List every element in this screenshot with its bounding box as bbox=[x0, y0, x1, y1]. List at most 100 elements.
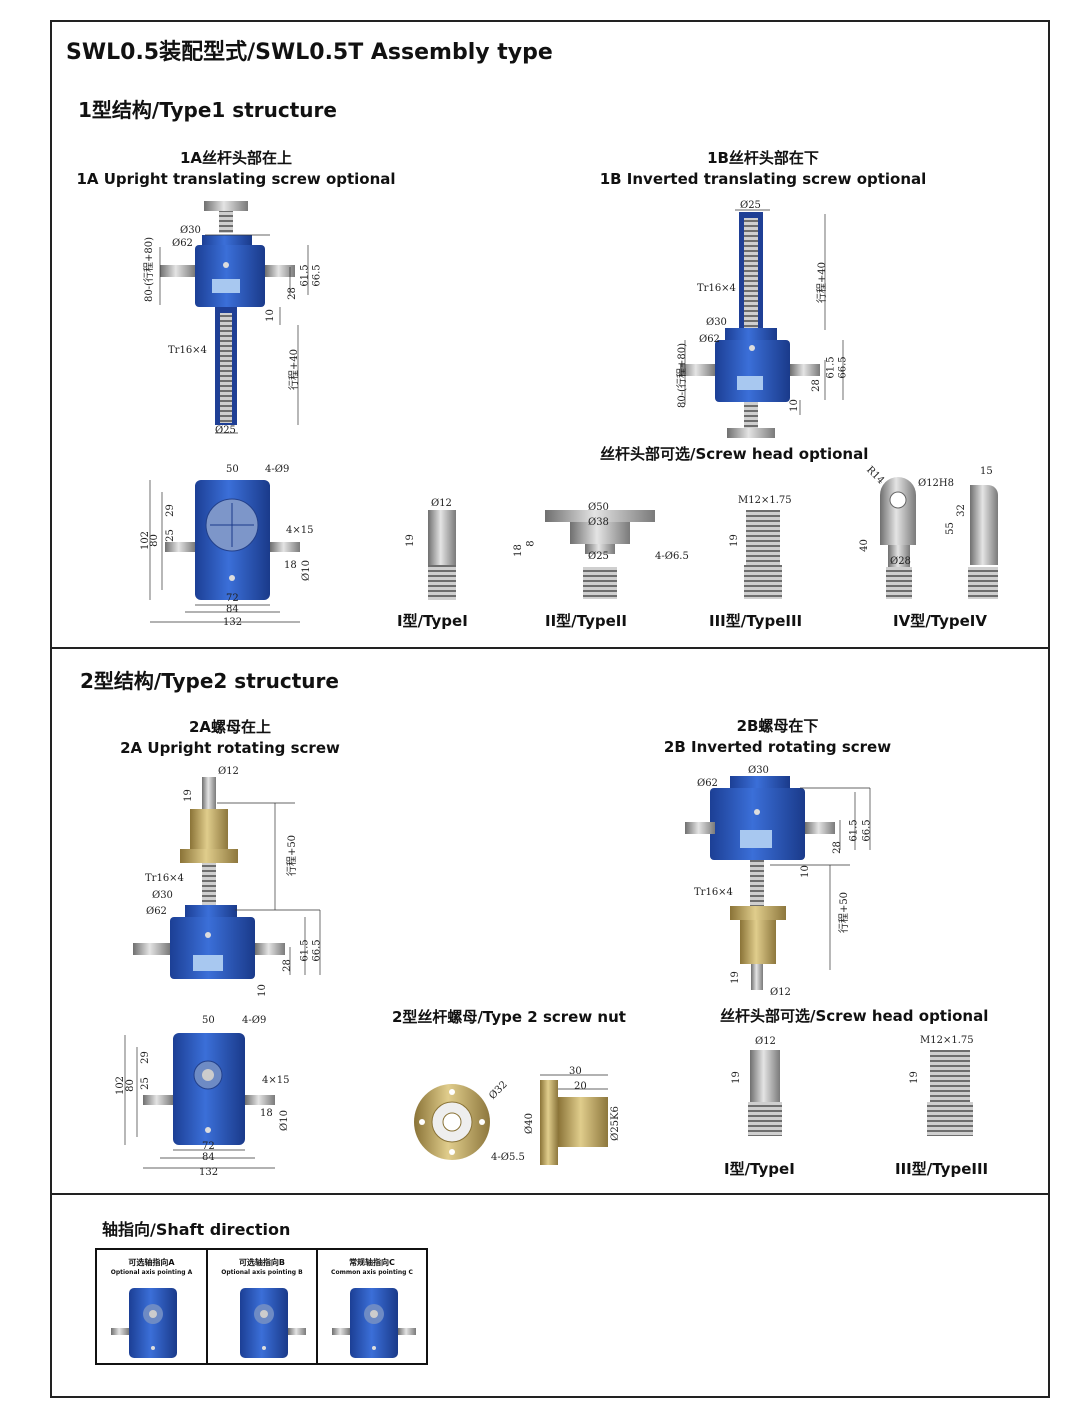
shaft-panel-a-en: Optional axis pointing A bbox=[110, 1269, 193, 1276]
shaft-panel-c: 常规轴指向C Common axis pointing C bbox=[316, 1248, 428, 1365]
type1b-caption-en: 1B Inverted translating screw optional bbox=[599, 170, 927, 188]
dim-2a-665: 66.5 bbox=[311, 939, 323, 962]
dim-1b-d25: Ø25 bbox=[740, 200, 761, 211]
dim-1a-stroke: 行程+40 bbox=[289, 348, 301, 391]
type1a-caption-en: 1A Upright translating screw optional bbox=[76, 170, 396, 188]
page-title: SWL0.5装配型式/SWL0.5T Assembly type bbox=[66, 40, 553, 65]
dim-headIII-thread: M12×1.75 bbox=[738, 495, 792, 506]
nut-title: 2型丝杆螺母/Type 2 screw nut bbox=[392, 1008, 626, 1026]
dim-1top-132: 132 bbox=[223, 617, 243, 628]
dim-1top-80: 80 bbox=[148, 534, 160, 547]
dim-nut-30: 30 bbox=[569, 1066, 582, 1077]
dim-headII-18: 18 bbox=[512, 544, 524, 557]
head-type-IV-label: IV型/TypeIV bbox=[893, 612, 987, 630]
outer-frame bbox=[50, 20, 1050, 1398]
dim-2a-19: 19 bbox=[182, 789, 194, 802]
dim-headII-d38: Ø38 bbox=[588, 517, 609, 528]
dim-1top-84: 84 bbox=[226, 604, 239, 615]
type1b-caption-cn: 1B丝杆头部在下 bbox=[707, 149, 819, 167]
type2b-caption: 2B螺母在下 2B Inverted rotating screw bbox=[650, 716, 905, 758]
dim-headIII-19: 19 bbox=[728, 534, 740, 547]
dim-1top-29: 29 bbox=[164, 504, 176, 517]
dim-2headI-d12: Ø12 bbox=[755, 1036, 776, 1047]
dim-1b-28: 28 bbox=[810, 379, 822, 392]
dim-1a-615: 61.5 bbox=[299, 264, 311, 287]
screw-head-title-1: 丝杆头部可选/Screw head optional bbox=[600, 445, 869, 463]
section3-title: 轴指向/Shaft direction bbox=[102, 1220, 291, 1239]
dim-headII-8: 8 bbox=[525, 540, 537, 547]
shaft-panel-b-en: Optional axis pointing B bbox=[221, 1269, 303, 1276]
dim-1a-28: 28 bbox=[286, 287, 298, 300]
head-type-I-label: I型/TypeI bbox=[397, 612, 468, 630]
head-type-II-label: II型/TypeII bbox=[545, 612, 627, 630]
dim-2b-28: 28 bbox=[831, 841, 843, 854]
dim-headII-d50: Ø50 bbox=[588, 502, 609, 513]
dim-2top-d10: Ø10 bbox=[278, 1110, 290, 1131]
dim-headIV-d28: Ø28 bbox=[890, 556, 911, 567]
type1a-caption-cn: 1A丝杆头部在上 bbox=[179, 149, 293, 167]
shaft-panel-b-drawing bbox=[240, 1288, 306, 1358]
screw-nut-drawing bbox=[414, 1074, 608, 1165]
section-divider-1 bbox=[50, 647, 1050, 649]
dim-headI-d12: Ø12 bbox=[431, 498, 452, 509]
shaft-panel-a-drawing bbox=[111, 1288, 177, 1358]
dim-headII-holes: 4-Ø6.5 bbox=[655, 551, 689, 562]
head2-type-I-label: I型/TypeI bbox=[724, 1160, 795, 1178]
type1a-drawing bbox=[159, 201, 309, 434]
dim-1a-d62: Ø62 bbox=[172, 238, 193, 249]
dim-2a-10: 10 bbox=[256, 984, 268, 997]
dim-1b-thread: Tr16×4 bbox=[697, 283, 736, 294]
dim-2b-d62: Ø62 bbox=[697, 778, 718, 789]
dim-1top-key: 4×15 bbox=[286, 525, 314, 536]
type2-top-view bbox=[124, 1033, 275, 1169]
shaft-panel-b-cn: 可选轴指向B bbox=[238, 1258, 286, 1267]
type2a-drawing bbox=[133, 777, 321, 979]
section1-title: 1型结构/Type1 structure bbox=[78, 98, 337, 122]
dim-headII-d25: Ø25 bbox=[588, 551, 609, 562]
dim-2b-stroke: 行程+50 bbox=[839, 891, 851, 934]
dim-1b-stroke: 行程+40 bbox=[817, 261, 829, 304]
dim-2b-thread: Tr16×4 bbox=[694, 887, 733, 898]
type2b-drawing bbox=[685, 776, 871, 990]
dim-headIV-32: 32 bbox=[955, 504, 967, 517]
dim-2a-stroke: 行程+50 bbox=[287, 834, 299, 877]
shaft-panel-c-drawing bbox=[332, 1288, 416, 1358]
dim-2headIII-19: 19 bbox=[908, 1071, 920, 1084]
type2b-caption-cn: 2B螺母在下 bbox=[736, 717, 819, 735]
screw-head-title-2: 丝杆头部可选/Screw head optional bbox=[720, 1007, 989, 1025]
shaft-panel-c-cn: 常规轴指向C bbox=[349, 1258, 395, 1267]
dim-2headI-19: 19 bbox=[730, 1071, 742, 1084]
dim-2a-615: 61.5 bbox=[299, 939, 311, 962]
dim-headIV-15: 15 bbox=[980, 466, 993, 477]
dim-1b-665: 66.5 bbox=[837, 356, 849, 379]
dim-2top-holes: 4-Ø9 bbox=[242, 1015, 267, 1026]
dim-1top-holes: 4-Ø9 bbox=[265, 464, 290, 475]
dim-1top-25: 25 bbox=[164, 529, 176, 542]
dim-nut-holes: 4-Ø5.5 bbox=[491, 1152, 525, 1163]
shaft-panel-c-en: Common axis pointing C bbox=[331, 1269, 413, 1276]
dim-1b-d30: Ø30 bbox=[706, 317, 727, 328]
type1-top-view bbox=[149, 480, 300, 623]
dim-1a-665: 66.5 bbox=[311, 264, 323, 287]
dim-nut-d25k6: Ø25K6 bbox=[609, 1106, 621, 1141]
dim-1top-72: 72 bbox=[226, 593, 239, 604]
shaft-panel-a: 可选轴指向A Optional axis pointing A bbox=[95, 1248, 208, 1365]
dim-1a-10: 10 bbox=[264, 309, 276, 322]
type1a-caption: 1A丝杆头部在上 1A Upright translating screw op… bbox=[76, 148, 396, 190]
dim-2top-key: 4×15 bbox=[262, 1075, 290, 1086]
dim-1top-d10: Ø10 bbox=[300, 560, 312, 581]
dim-1a-d30: Ø30 bbox=[180, 225, 201, 236]
type1b-drawing bbox=[680, 209, 844, 438]
dim-2top-72: 72 bbox=[202, 1141, 215, 1152]
dim-2top-80: 80 bbox=[124, 1079, 136, 1092]
dim-2top-84: 84 bbox=[202, 1152, 215, 1163]
screw-heads-2-drawing bbox=[748, 1050, 973, 1136]
dim-1b-615: 61.5 bbox=[825, 356, 837, 379]
dim-1b-10: 10 bbox=[788, 399, 800, 412]
dim-nut-20: 20 bbox=[574, 1081, 587, 1092]
dim-1a-thread: Tr16×4 bbox=[168, 345, 207, 356]
dim-2a-28: 28 bbox=[281, 959, 293, 972]
dim-2b-10: 10 bbox=[799, 865, 811, 878]
dim-2headIII-thread: M12×1.75 bbox=[920, 1035, 974, 1046]
dim-2a-d30: Ø30 bbox=[152, 890, 173, 901]
